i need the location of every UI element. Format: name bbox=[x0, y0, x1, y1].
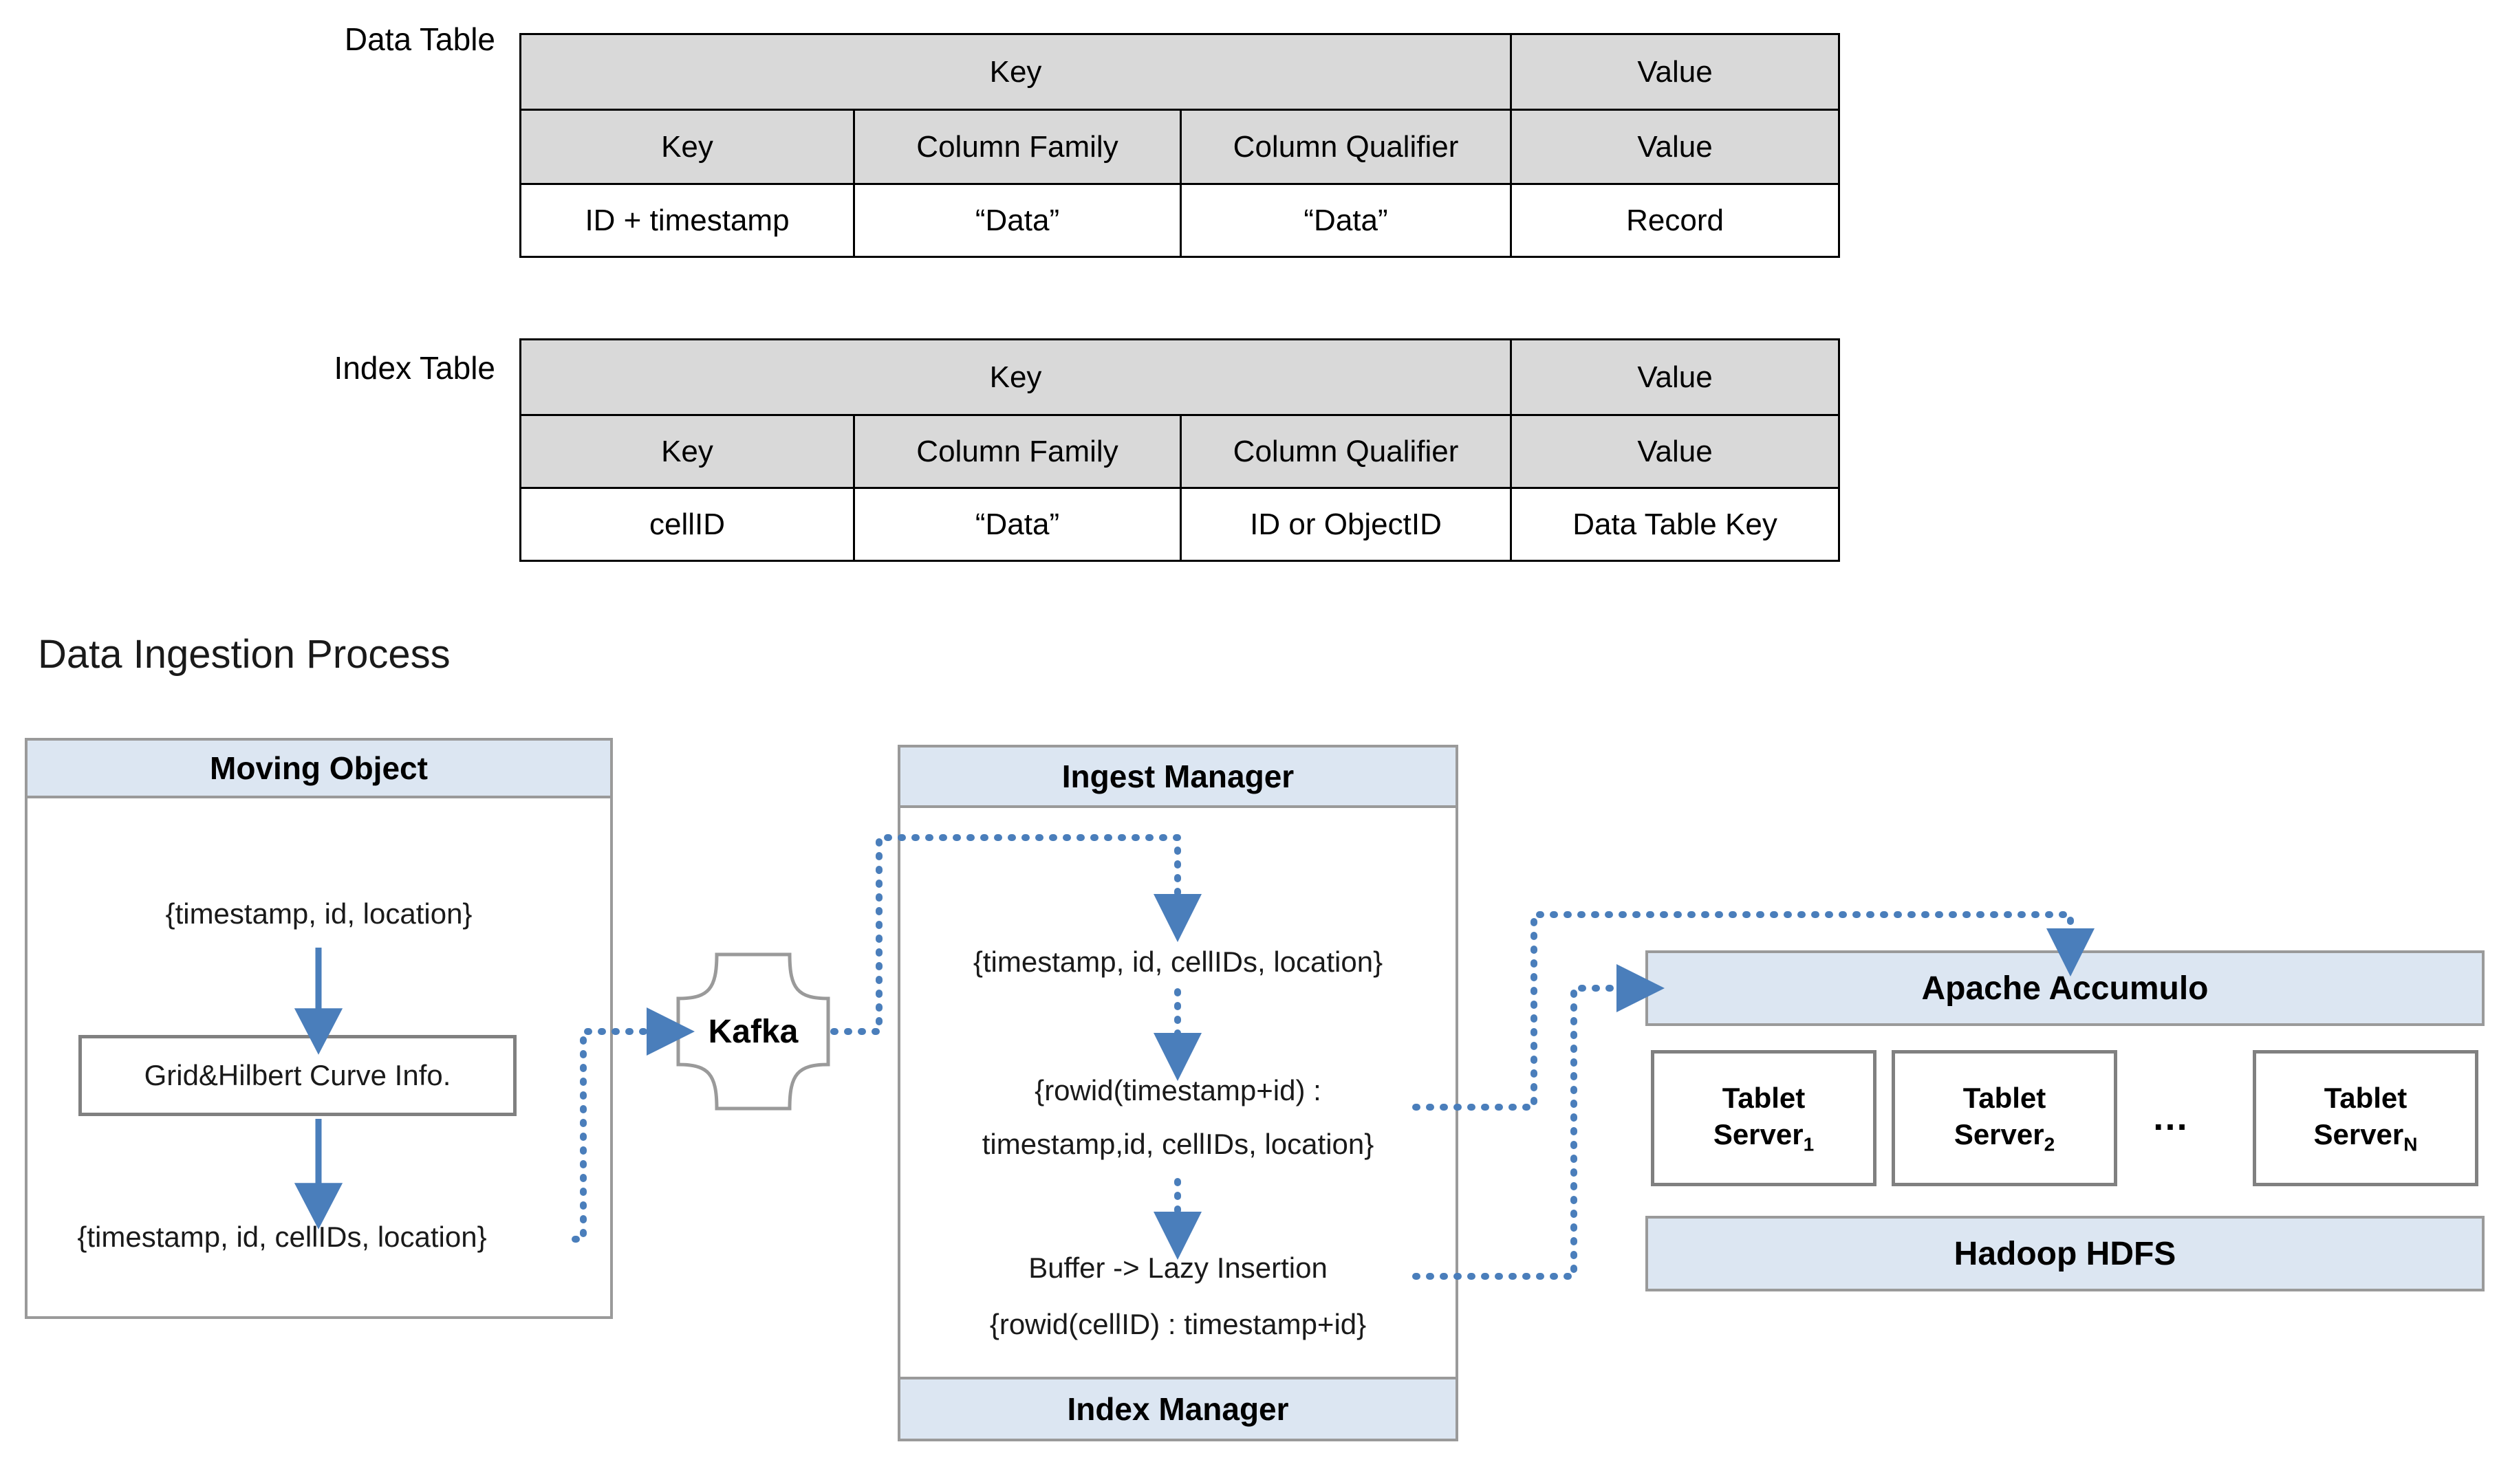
table-row: Key Value bbox=[519, 338, 1841, 416]
index-table-cell-value: Data Table Key bbox=[1510, 487, 1841, 562]
moving-object-title: Moving Object bbox=[25, 738, 613, 798]
grid-hilbert-label: Grid&Hilbert Curve Info. bbox=[144, 1059, 451, 1091]
moving-object-title-label: Moving Object bbox=[210, 750, 428, 786]
ingest-step3-line2: {rowid(cellID) : timestamp+id} bbox=[989, 1308, 1367, 1340]
ingest-step1: {timestamp, id, cellIDs, location} bbox=[973, 946, 1383, 978]
ingest-manager-title-label: Ingest Manager bbox=[1061, 759, 1295, 794]
index-table-col-key: Key bbox=[519, 414, 855, 489]
table-row: ID + timestamp “Data” “Data” Record bbox=[519, 183, 1841, 258]
index-table-cell-key: cellID bbox=[519, 487, 855, 562]
index-table-value-group: Value bbox=[1510, 338, 1841, 416]
table-row: Key Column Family Column Qualifier Value bbox=[519, 109, 1841, 185]
apache-accumulo-box: Apache Accumulo bbox=[1645, 950, 2485, 1026]
data-table-cell-value: Record bbox=[1510, 183, 1841, 258]
data-table-col-value: Value bbox=[1510, 109, 1841, 185]
data-table: Key Value Key Column Family Column Quali… bbox=[519, 33, 1841, 258]
kafka-shape-icon bbox=[676, 952, 830, 1111]
data-table-cell-key: ID + timestamp bbox=[519, 183, 855, 258]
kafka-node: Kafka bbox=[674, 949, 832, 1114]
data-table-col-key: Key bbox=[519, 109, 855, 185]
ingest-step2-line1: {rowid(timestamp+id) : bbox=[1035, 1074, 1321, 1106]
data-table-value-group: Value bbox=[1510, 33, 1841, 111]
grid-hilbert-box: Grid&Hilbert Curve Info. bbox=[78, 1035, 517, 1116]
index-manager-title-label: Index Manager bbox=[1067, 1391, 1289, 1427]
kafka-label: Kafka bbox=[708, 1013, 799, 1050]
ingest-step3-line1: Buffer -> Lazy Insertion bbox=[1028, 1252, 1328, 1284]
data-table-col-cq: Column Qualifier bbox=[1179, 109, 1513, 185]
data-table-key-group: Key bbox=[519, 33, 1513, 111]
page-title: Data Ingestion Process bbox=[38, 632, 451, 677]
tablet-server-2-line2: Server2 bbox=[1954, 1117, 2055, 1155]
tablet-server-1: Tablet Server1 bbox=[1651, 1050, 1876, 1186]
data-table-label: Data Table bbox=[344, 21, 495, 57]
data-table-cell-cq: “Data” bbox=[1179, 183, 1513, 258]
table-row: Key Value bbox=[519, 33, 1841, 111]
ingest-step2-line2: timestamp,id, cellIDs, location} bbox=[982, 1128, 1374, 1160]
tablet-server-ellipsis: … bbox=[2152, 1097, 2189, 1138]
tablet-server-n-line2: ServerN bbox=[2313, 1117, 2418, 1155]
index-table: Key Value Key Column Family Column Quali… bbox=[519, 338, 1841, 562]
tablet-server-n: Tablet ServerN bbox=[2253, 1050, 2478, 1186]
moving-object-output-record: {timestamp, id, cellIDs, location} bbox=[77, 1221, 487, 1253]
tablet-server-2-line1: Tablet bbox=[1962, 1082, 2046, 1115]
index-table-label: Index Table bbox=[334, 350, 495, 386]
index-table-cell-cq: ID or ObjectID bbox=[1179, 487, 1513, 562]
hadoop-hdfs-box: Hadoop HDFS bbox=[1645, 1216, 2485, 1291]
hadoop-hdfs-label: Hadoop HDFS bbox=[1954, 1235, 2176, 1272]
tablet-server-1-line1: Tablet bbox=[1722, 1082, 1806, 1115]
tablet-server-2-index: 2 bbox=[2044, 1133, 2055, 1155]
tablet-server-n-line1: Tablet bbox=[2324, 1082, 2408, 1115]
table-row: Key Column Family Column Qualifier Value bbox=[519, 414, 1841, 489]
index-table-col-value: Value bbox=[1510, 414, 1841, 489]
moving-object-input-record: {timestamp, id, location} bbox=[165, 897, 473, 930]
index-table-cell-cf: “Data” bbox=[853, 487, 1182, 562]
tablet-server-1-line2: Server1 bbox=[1713, 1117, 1815, 1155]
index-manager-title: Index Manager bbox=[898, 1377, 1458, 1441]
index-table-col-cf: Column Family bbox=[853, 414, 1182, 489]
tablet-server-1-index: 1 bbox=[1803, 1133, 1815, 1155]
ingest-manager-title: Ingest Manager bbox=[898, 745, 1458, 808]
index-table-key-group: Key bbox=[519, 338, 1513, 416]
data-table-cell-cf: “Data” bbox=[853, 183, 1182, 258]
data-table-col-cf: Column Family bbox=[853, 109, 1182, 185]
tablet-server-n-index: N bbox=[2403, 1133, 2418, 1155]
apache-accumulo-label: Apache Accumulo bbox=[1921, 970, 2209, 1007]
index-table-col-cq: Column Qualifier bbox=[1179, 414, 1513, 489]
tablet-server-2: Tablet Server2 bbox=[1892, 1050, 2117, 1186]
table-row: cellID “Data” ID or ObjectID Data Table … bbox=[519, 487, 1841, 562]
